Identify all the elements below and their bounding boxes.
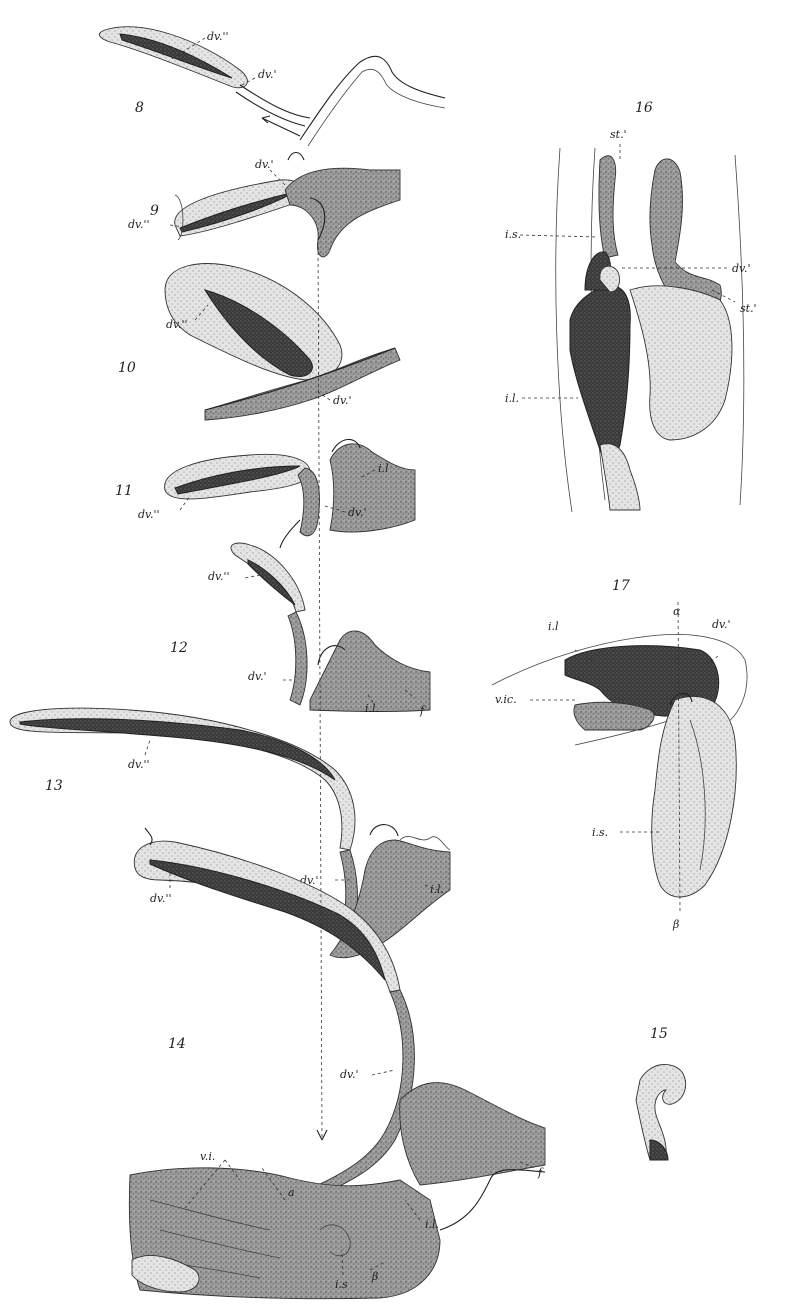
figure-15: 15 [636, 1026, 686, 1160]
fig15-number: 15 [650, 1026, 668, 1042]
fig8-label-dv2: dv.'' [207, 30, 229, 43]
fig8-label-dv1: dv.' [258, 68, 276, 81]
fig12-body [310, 631, 430, 712]
fig16-lower [600, 444, 640, 510]
fig16-right-lobe [630, 286, 732, 440]
fig8-number: 8 [135, 100, 144, 116]
fig14-label-is: i.s [335, 1278, 348, 1291]
fig17-label-dv1: dv.' [712, 618, 730, 631]
figure-11: i.l dv.' dv.'' 11 [115, 439, 415, 548]
fig16-stalk-left [599, 156, 618, 258]
fig9-label-dv2: dv.'' [128, 218, 150, 231]
fig14-hook [145, 828, 152, 845]
fig13-hook [370, 825, 398, 836]
fig14-label-f: f [537, 1166, 544, 1179]
fig10-label-dv1: dv.' [333, 394, 351, 407]
figure-12: dv.'' dv.' i.l. f 12 [170, 543, 430, 717]
fig11-label-il: i.l [378, 462, 389, 475]
fig16-label-il: i.l. [505, 392, 519, 405]
fig17-sac [652, 696, 737, 897]
fig17-label-is: i.s. [592, 826, 608, 839]
fig14-duct [318, 990, 414, 1195]
fig13-number: 13 [45, 778, 63, 794]
figure-8: dv.'' dv.' 8 [99, 27, 445, 146]
fig9-hook [288, 153, 304, 161]
fig8-body-inner [308, 69, 445, 146]
figure-17: α i.l dv.' v.ic. i.s. β 17 [492, 578, 747, 931]
fig10-label-dv2: dv.'' [166, 318, 188, 331]
fig12-number: 12 [170, 640, 188, 656]
fig17-number: 17 [612, 578, 630, 594]
fig13-lumen [20, 719, 335, 780]
fig12-label-dv1: dv.' [248, 670, 266, 683]
fig14-number: 14 [168, 1036, 186, 1052]
fig11-label-dv2: dv.'' [138, 508, 160, 521]
fig11-duct [298, 468, 319, 536]
fig14-label-dv2: dv.'' [150, 892, 172, 905]
fig11-label-dv1: dv.' [348, 506, 366, 519]
fig11-number: 11 [115, 483, 133, 499]
fig17-label-alpha: α [673, 605, 681, 618]
fig16-intestine-large [570, 285, 630, 459]
figure-10: dv.'' dv.' 10 [118, 264, 400, 420]
fig16-label-is: i.s. [505, 228, 521, 241]
fig16-label-dv1: dv.' [732, 262, 750, 275]
fig12-label-dv2: dv.'' [208, 570, 230, 583]
figure-9: dv.' dv.'' 9 [128, 153, 400, 257]
figure-13: dv.'' dv.' i.l. 13 [10, 708, 450, 958]
fig8-arrow [262, 116, 300, 136]
fig16-label-st-top: st.' [610, 128, 627, 141]
fig8-body-outline [300, 56, 445, 140]
fig12-duct [288, 612, 307, 705]
fig14-label-dv1: dv.' [340, 1068, 358, 1081]
fig14-label-il: i.l. [425, 1218, 439, 1231]
fig11-body [330, 444, 415, 532]
figure-16: st.' i.s. dv.' st.' i.l. 16 [505, 100, 757, 512]
fig14-label-vi: v.i. [200, 1150, 215, 1163]
fig11-tail [280, 520, 300, 548]
fig8-duct [236, 85, 310, 126]
fig10-number: 10 [118, 360, 136, 376]
fig16-label-st-right: st.' [740, 302, 757, 315]
fig13-label-dv2: dv.'' [128, 758, 150, 771]
figure-14: dv.'' dv.' f a v.i. i.l. i.s β 14 [129, 828, 545, 1299]
fig16-number: 16 [635, 100, 653, 116]
fig17-label-vic: v.ic. [495, 693, 517, 706]
fig17-label-il: i.l [548, 620, 559, 633]
fig17-label-beta: β [672, 918, 679, 931]
fig9-number: 9 [150, 203, 159, 219]
fig16-outer-right [735, 155, 744, 505]
fig14-label-a: a [288, 1186, 295, 1199]
fig9-label-dv1: dv.' [255, 158, 273, 171]
fig12-label-il: i.l. [365, 702, 379, 715]
fig13-label-il: i.l. [430, 883, 444, 896]
fig14-label-beta: β [371, 1270, 378, 1283]
fig9-body [285, 168, 400, 257]
